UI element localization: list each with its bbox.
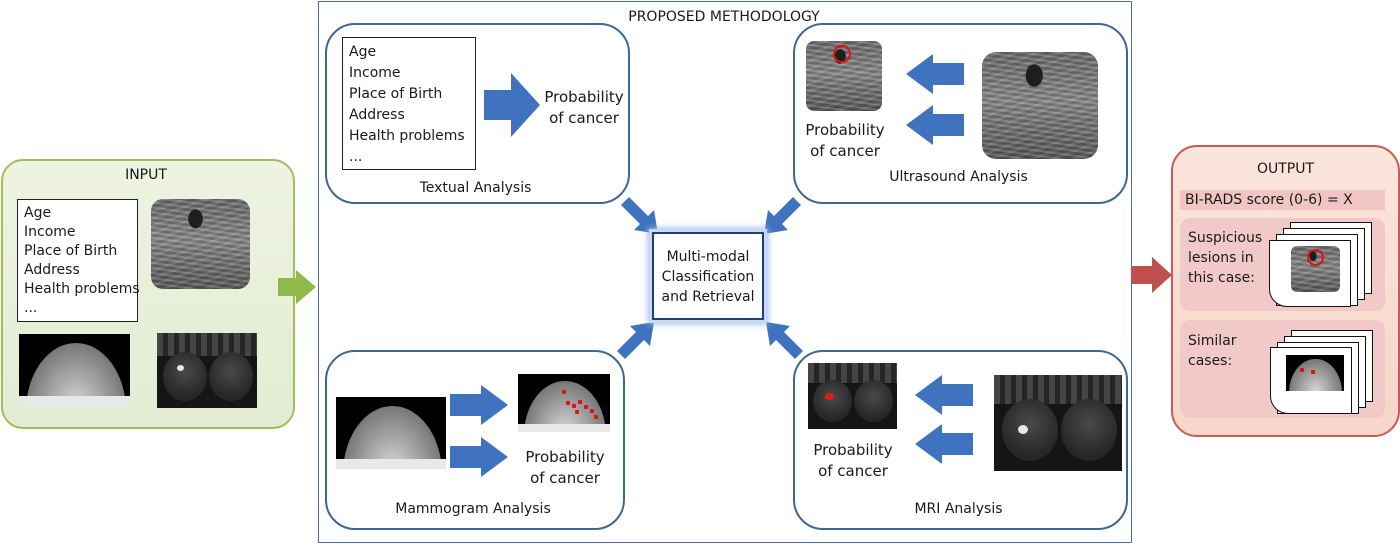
probability-label-line1: Probability (544, 88, 624, 106)
multimodal-label-line3: and Retrieval (661, 289, 755, 305)
probability-label-line1: Probability (813, 441, 893, 459)
arrow-down-left-icon (764, 197, 801, 234)
probability-label-line1: Probability (525, 448, 605, 466)
mri-analysis-caption: MRI Analysis (914, 501, 1003, 517)
textual-analysis-panel (325, 23, 630, 204)
output-title: OUTPUT (1256, 161, 1315, 177)
similar-case-image (1286, 355, 1344, 391)
input-mri-image (157, 333, 257, 408)
arrow-up-left-icon (766, 322, 803, 359)
arrow-up-right-icon (617, 322, 654, 359)
multimodal-classification-box (652, 232, 764, 320)
birads-row (1180, 190, 1385, 210)
similar-label-line1: Similar (1188, 333, 1237, 349)
input-field: Income (24, 224, 76, 240)
arrow-right-icon (1131, 257, 1172, 293)
suspicious-label-line3: this case: (1188, 270, 1255, 286)
input-field: ... (24, 300, 38, 316)
textual-field: Health problems (349, 128, 465, 144)
mri-lesion-image (808, 363, 897, 429)
ultrasound-analysis-caption: Ultrasound Analysis (889, 169, 1028, 185)
suspicious-label-line2: lesions in (1188, 250, 1254, 266)
textual-field-list: Age Income Place of Birth Address Health… (342, 37, 476, 170)
probability-label-line2: of cancer (818, 462, 888, 480)
input-ultrasound-image (151, 199, 250, 289)
ultrasound-lesion-image (806, 41, 882, 111)
input-field: Place of Birth (24, 243, 118, 259)
input-field: Age (24, 205, 52, 221)
textual-field: Place of Birth (349, 86, 443, 102)
input-field: Address (24, 262, 80, 278)
textual-field: ... (349, 149, 363, 165)
arrow-right-icon (450, 385, 508, 425)
probability-label-line2: of cancer (530, 469, 600, 487)
arrow-left-icon (906, 105, 964, 145)
mammogram-lesion-image (518, 374, 610, 432)
ultrasound-probability: Probability of cancer (800, 120, 890, 162)
arrow-right-icon (450, 437, 508, 477)
mammogram-analysis-caption: Mammogram Analysis (395, 501, 551, 517)
multimodal-label-line2: Classification (661, 269, 755, 285)
mammogram-image (336, 397, 446, 469)
arrow-right-icon (484, 73, 540, 137)
multimodal-label: Multi-modal Classification and Retrieval (652, 247, 764, 307)
suspicious-label-line1: Suspicious (1188, 230, 1263, 246)
methodology-title: PROPOSED METHODOLOGY (628, 9, 820, 25)
arrow-left-icon (906, 54, 964, 94)
mri-probability: Probability of cancer (808, 440, 898, 482)
probability-label-line2: of cancer (549, 109, 619, 127)
probability-label-line1: Probability (805, 121, 885, 139)
textual-probability: Probability of cancer (540, 87, 628, 129)
mri-image (994, 375, 1122, 471)
suspicious-lesions-label: Suspicious lesions in this case: (1188, 228, 1268, 288)
textual-field: Address (349, 107, 405, 123)
input-title: INPUT (125, 167, 167, 183)
mammogram-probability: Probability of cancer (520, 447, 610, 489)
ultrasound-image (982, 52, 1098, 159)
similar-label-line2: cases: (1188, 353, 1233, 369)
arrow-right-icon (278, 270, 316, 304)
probability-label-line2: of cancer (810, 142, 880, 160)
textual-field: Age (349, 44, 377, 60)
suspicious-lesion-image (1291, 246, 1340, 292)
multimodal-label-line1: Multi-modal (666, 249, 750, 265)
similar-cases-label: Similar cases: (1188, 331, 1258, 371)
textual-analysis-caption: Textual Analysis (419, 180, 532, 196)
textual-field: Income (349, 65, 401, 81)
input-field-list: Age Income Place of Birth Address Health… (17, 199, 140, 322)
arrow-down-right-icon (621, 197, 658, 234)
arrow-left-icon (915, 424, 973, 464)
arrow-left-icon (915, 375, 973, 415)
input-field: Health problems (24, 281, 140, 297)
input-mammogram-image (19, 334, 130, 406)
birads-score: BI-RADS score (0-6) = X (1185, 192, 1353, 208)
